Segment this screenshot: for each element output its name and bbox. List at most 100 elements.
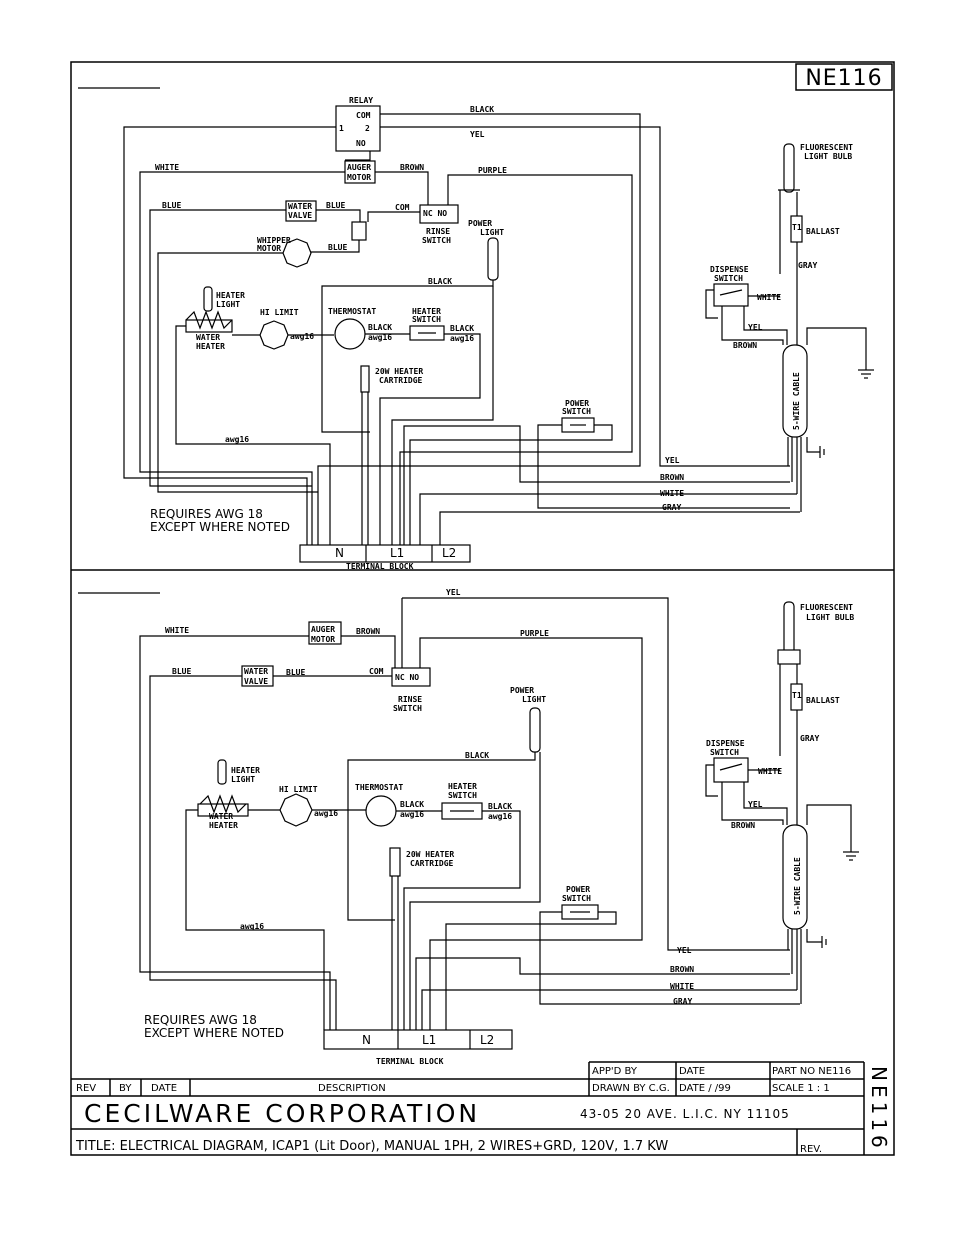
water-heater-label-2: HEATER [196,342,225,351]
heater-switch-label-2: SWITCH [412,315,441,324]
cable-label-top: 5-WIRE CABLE [792,372,801,430]
dispense-contact-bottom [719,763,743,771]
water-heater-bottom-2: HEATER [209,821,238,830]
brown-label-dispense: BROWN [733,341,757,350]
awg16-label-1: awg16 [225,435,249,444]
wire-purple-bottom [419,637,643,1030]
dispense-switch-top [713,283,749,307]
com-label: COM [395,203,410,212]
thermostat-bottom [365,795,397,827]
wire-power-switch-bottom-term [445,911,617,1030]
white-wire-label: WHITE [155,163,179,172]
terminal-l2-bottom: L2 [480,1033,494,1047]
tb-description: DESCRIPTION [318,1083,386,1094]
wire-heater-switch-out [379,333,481,545]
awg16-bottom-2: awg16 [314,809,338,818]
wire-brown-auger [375,171,429,205]
wire-brown-dispense [721,306,784,345]
rinse-switch-bottom [391,667,431,687]
terminal-n-bottom: N [362,1033,371,1047]
purple-wire-label: PURPLE [478,166,507,175]
heater-switch-bottom-1: HEATER [448,782,477,791]
valve-bottom-1: WATER [244,667,268,676]
drawing-title: TITLE: ELECTRICAL DIAGRAM, ICAP1 (Lit Do… [75,1139,668,1154]
rinse-label-1: RINSE [426,227,450,236]
brown-harness-label: BROWN [660,473,684,482]
wire-yel-bottom [402,597,790,951]
cartridge-bottom-1: 20W HEATER [406,850,454,859]
terminal-block-bottom [323,1029,513,1050]
awg16-bottom-1: awg16 [240,922,264,931]
tb-by: BY [119,1083,132,1094]
heater-light-bottom [217,759,227,785]
tb-date-value: DATE / /99 [679,1083,731,1094]
power-switch-label-1: POWER [565,399,589,408]
tb-rev-short: REV. [800,1144,822,1155]
rinse-switch-top [419,204,459,224]
yel-label-bottom: YEL [446,588,461,597]
purple-label-bottom: PURPLE [520,629,549,638]
yel-dispense-bottom: YEL [748,800,763,809]
ballast-label-top: BALLAST [806,227,840,236]
gray-bottom-harness: GRAY [673,997,692,1006]
power-switch-label-2: SWITCH [562,407,591,416]
wire-power-switch-term [409,424,613,545]
side-doc-number: NE116 [867,1066,891,1152]
com-label-bottom: COM [369,667,384,676]
company-address: 43-05 20 AVE. L.I.C. NY 11105 [580,1107,790,1121]
heater-light-label-2: LIGHT [216,300,240,309]
yel-label-dispense: YEL [748,323,763,332]
t1-label-bottom: T1 [792,691,802,700]
heater-light-bottom-2: LIGHT [231,775,255,784]
dispense-contact-top [719,289,743,296]
blue-wire-label-2: BLUE [326,201,345,210]
rinse-bottom-2: SWITCH [393,704,422,713]
relay [335,105,381,152]
ballast-label-bottom: BALLAST [806,696,840,705]
fluorescent-bulb-top [783,143,795,193]
wire-cable-ground [806,437,820,453]
wire-white-auger [139,171,345,545]
sheet-border [70,61,895,1156]
heater-switch-bottom-2: SWITCH [448,791,477,800]
blue-label-bottom-2: BLUE [286,668,305,677]
awg16-bottom-4: awg16 [488,812,512,821]
wire-brown-dispense-bottom [721,782,784,825]
water-heater-box [185,319,233,333]
auger-motor-bottom [308,621,342,645]
brown-dispense-bottom: BROWN [731,821,755,830]
awg16-bottom-3: awg16 [400,810,424,819]
wire-com-rinse [367,211,420,222]
wire-white-bottom-harness [421,989,797,1030]
wire-cable-ground-bottom [806,929,822,943]
blue-wire-label: BLUE [162,201,181,210]
wire-blue-bottom [149,675,337,1030]
fluorescent-bottom-2: LIGHT BULB [806,613,854,622]
wire-white-bottom [139,635,331,1030]
blue-label-bottom: BLUE [172,667,191,676]
black-wire-label-3: BLACK [368,323,392,332]
thermostat-top [334,318,366,350]
yel-harness-label: YEL [665,456,680,465]
power-light-bottom-2: LIGHT [522,695,546,704]
terminal-n-top: N [335,546,344,560]
t1-label-top: T1 [792,223,802,232]
doc-number: NE116 [805,66,882,91]
whipper-motor [282,238,312,268]
wire-yel-relay [380,126,790,467]
wire-light-terminal-bottom [409,752,541,1030]
fluorescent-label-1: FLUORESCENT [800,143,853,152]
wire-awg16-bottom [185,809,325,1030]
fluorescent-bulb-bottom [783,601,795,655]
wire-white-harness [419,493,797,545]
company-name: CECILWARE CORPORATION [84,1099,480,1128]
requires-bottom-2: EXCEPT WHERE NOTED [144,1026,284,1040]
wire-yel-dispense-bottom [743,782,788,825]
hi-limit-bottom-label: HI LIMIT [279,785,318,794]
wire-whipper [157,252,318,493]
wire-black-light [321,280,494,433]
valve-label-1: WATER [288,202,312,211]
power-light-bottom-1: POWER [510,686,534,695]
gray-label-bottom: GRAY [800,734,819,743]
gray-harness-label: GRAY [662,503,681,512]
